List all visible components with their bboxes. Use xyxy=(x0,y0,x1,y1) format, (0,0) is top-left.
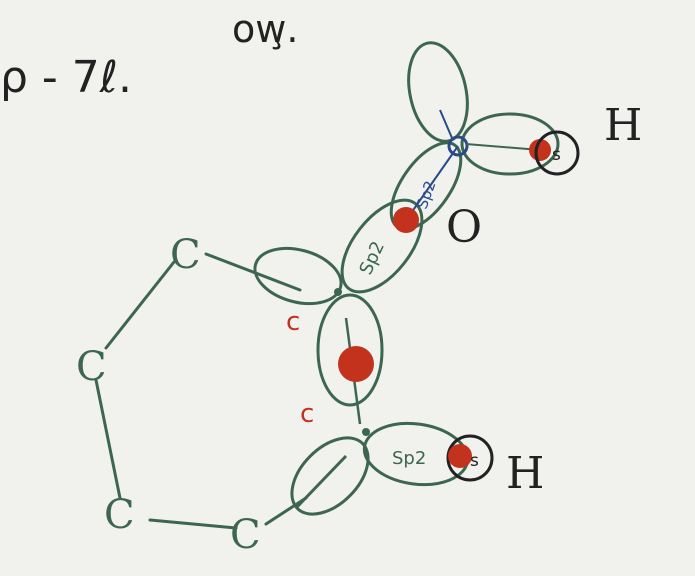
o-h-sigma-line xyxy=(465,143,541,151)
hydrogen-top-s-orbital xyxy=(534,130,580,176)
c-upper-sp2-lobe-left xyxy=(253,246,343,306)
hydrogen-top-label: H xyxy=(604,100,642,151)
ring-skeleton xyxy=(94,252,308,530)
ring-carbon-bottom-left: C xyxy=(104,492,135,538)
ring-carbon-left: C xyxy=(76,344,107,390)
oxygen-lone-pair-line xyxy=(439,109,453,139)
c-upper-sp2-lobe-down xyxy=(316,293,384,407)
ring-bond-5 xyxy=(204,252,302,292)
c-lower-ring-bond-line xyxy=(294,454,348,510)
carbon-lower-orbitals xyxy=(290,421,470,516)
o-h-overlap-dot xyxy=(529,139,551,161)
sp2-label-c-lower: Sp2 xyxy=(392,448,426,469)
ring-bond-1 xyxy=(104,260,176,350)
c-c-overlap-dot xyxy=(338,346,374,382)
carbon-lower-label: c xyxy=(300,399,314,429)
hydrogen-bottom-s-orbital xyxy=(446,434,494,482)
ring-bond-4 xyxy=(264,496,308,526)
oxygen-label: O xyxy=(446,202,482,253)
s-label-top: s xyxy=(552,145,561,165)
ring-bond-3 xyxy=(148,518,238,530)
hydrogen-bottom-label: H xyxy=(506,448,544,499)
c-o-overlap-dot xyxy=(393,207,419,233)
c-upper-nucleus xyxy=(334,288,342,296)
header-note-left: ρ - 7ℓ. xyxy=(0,52,132,103)
carbon-upper-orbitals xyxy=(253,198,424,407)
s-label-bottom: s xyxy=(470,451,479,471)
c-h-overlap-dot xyxy=(448,444,472,468)
ring-bond-2 xyxy=(94,378,122,500)
oxygen-lone-pair-lobe xyxy=(407,41,469,143)
c-lower-nucleus xyxy=(362,428,370,436)
sp2-label-c-upper: Sp2 xyxy=(355,238,389,278)
c-upper-sp2-lobe-oxygen xyxy=(340,198,424,294)
sp2-label-oxygen: Sp2 xyxy=(413,178,440,211)
ring-carbon-bottom: C xyxy=(230,512,261,558)
ring-carbon-top: C xyxy=(170,232,201,278)
oxygen-nucleus xyxy=(447,135,469,157)
header-note-right: ow̧. xyxy=(232,7,298,51)
oxygen-sp2-lobe-hydrogen xyxy=(460,112,560,176)
carbon-upper-label: c xyxy=(286,307,300,337)
